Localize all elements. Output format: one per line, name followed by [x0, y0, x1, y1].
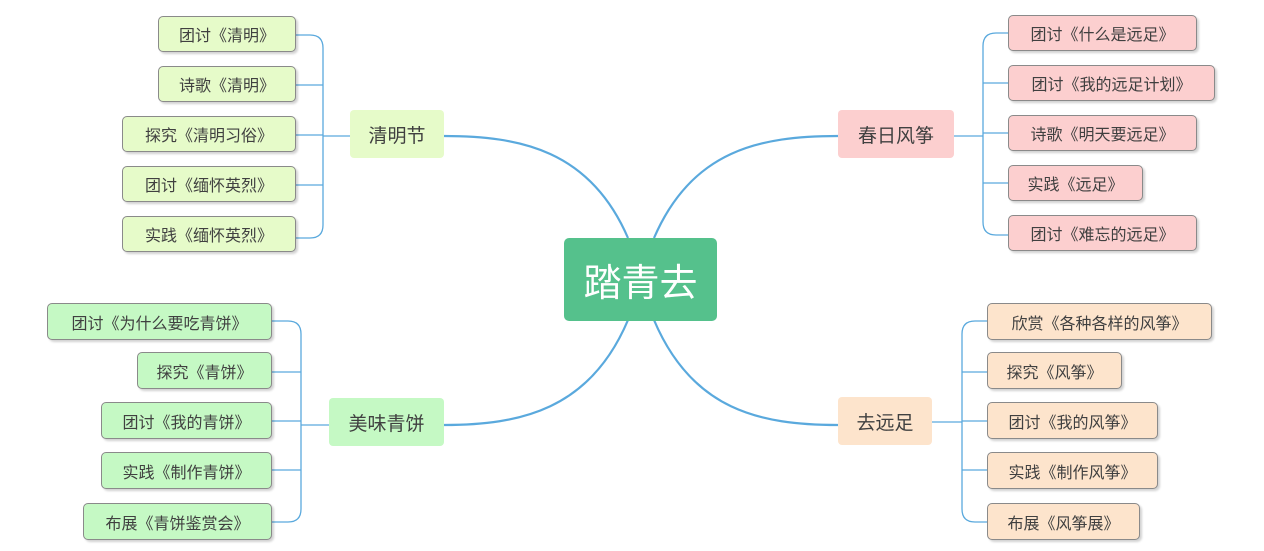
- leaf-qingming-2[interactable]: 诗歌《清明》: [158, 66, 296, 102]
- branch-qingbing[interactable]: 美味青饼: [329, 398, 444, 446]
- leaf-yuanzu-5[interactable]: 布展《风筝展》: [987, 503, 1140, 540]
- leaf-qingming-1[interactable]: 团讨《清明》: [158, 16, 296, 52]
- leaf-fengzheng-2[interactable]: 团讨《我的远足计划》: [1008, 65, 1215, 101]
- root-topic[interactable]: 踏青去: [564, 238, 717, 321]
- leaf-fengzheng-4[interactable]: 实践《远足》: [1008, 165, 1143, 201]
- branch-qingming[interactable]: 清明节: [350, 110, 444, 158]
- leaf-fengzheng-5[interactable]: 团讨《难忘的远足》: [1008, 215, 1197, 251]
- leaf-qingbing-5[interactable]: 布展《青饼鉴赏会》: [83, 503, 272, 540]
- leaf-yuanzu-3[interactable]: 团讨《我的风筝》: [987, 402, 1158, 439]
- branch-fengzheng[interactable]: 春日风筝: [838, 110, 954, 158]
- leaf-yuanzu-2[interactable]: 探究《风筝》: [987, 352, 1122, 389]
- leaf-fengzheng-1[interactable]: 团讨《什么是远足》: [1008, 15, 1197, 51]
- leaf-qingbing-1[interactable]: 团讨《为什么要吃青饼》: [47, 303, 272, 340]
- leaf-yuanzu-4[interactable]: 实践《制作风筝》: [987, 452, 1158, 489]
- leaf-qingbing-2[interactable]: 探究《青饼》: [137, 352, 272, 389]
- leaf-fengzheng-3[interactable]: 诗歌《明天要远足》: [1008, 115, 1197, 151]
- leaf-qingming-3[interactable]: 探究《清明习俗》: [122, 116, 296, 152]
- leaf-qingbing-3[interactable]: 团讨《我的青饼》: [101, 402, 272, 439]
- leaf-qingming-5[interactable]: 实践《缅怀英烈》: [122, 216, 296, 252]
- branch-yuanzu[interactable]: 去远足: [838, 397, 932, 445]
- leaf-qingming-4[interactable]: 团讨《缅怀英烈》: [122, 166, 296, 202]
- leaf-yuanzu-1[interactable]: 欣赏《各种各样的风筝》: [987, 303, 1212, 340]
- leaf-qingbing-4[interactable]: 实践《制作青饼》: [101, 452, 272, 489]
